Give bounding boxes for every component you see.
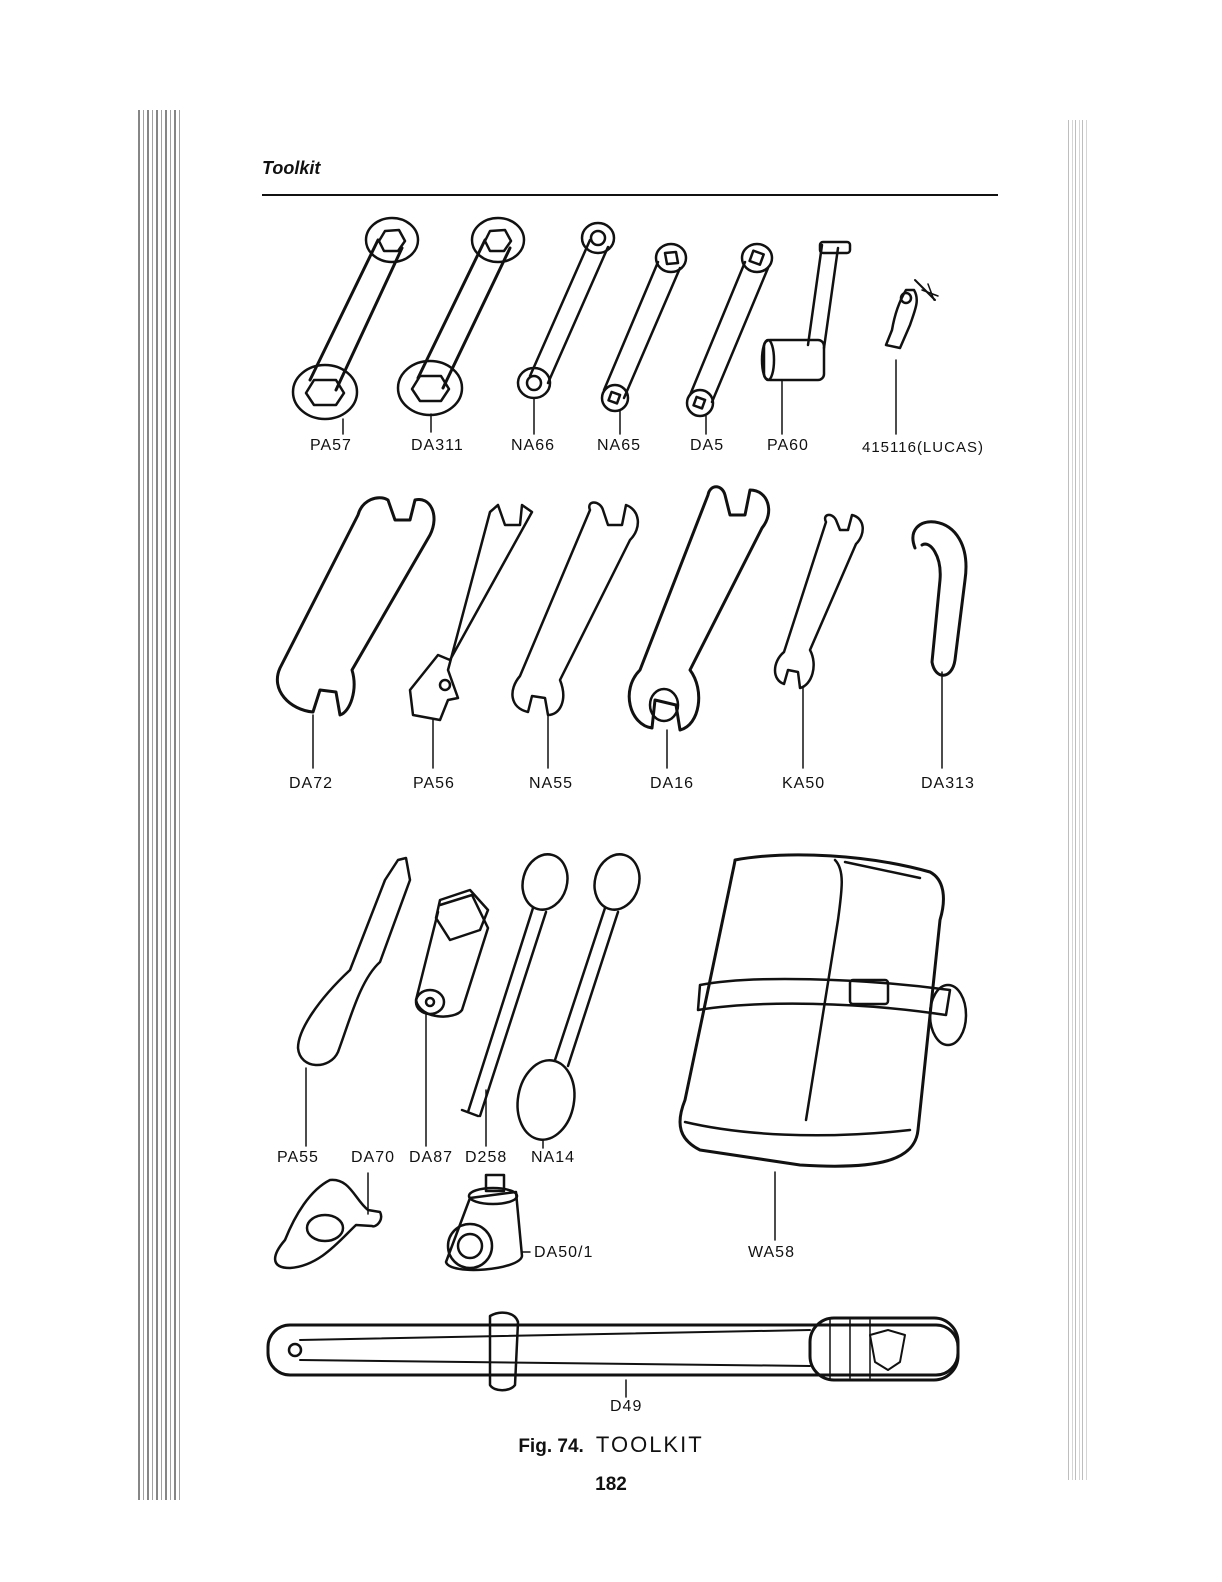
- tool-na65-drawing: [602, 244, 686, 434]
- tool-da16-drawing: [629, 487, 768, 768]
- tool-label: DA72: [289, 775, 333, 793]
- tool-na14-drawing: [511, 849, 645, 1148]
- tool-label: PA56: [413, 775, 455, 793]
- tool-na66-drawing: [518, 223, 614, 434]
- tool-label: DA87: [409, 1149, 453, 1167]
- tool-label: NA14: [531, 1149, 575, 1167]
- figure-title: TOOLKIT: [596, 1432, 704, 1457]
- tool-pa56-drawing: [410, 505, 532, 768]
- tool-label: DA70: [351, 1149, 395, 1167]
- figure-number: Fig. 74.: [518, 1436, 583, 1457]
- tool-label: DA313: [921, 775, 975, 793]
- tool-label: NA55: [529, 775, 573, 793]
- tool-label: KA50: [782, 775, 825, 793]
- tool-na55-drawing: [512, 503, 637, 769]
- tool-da50-1-drawing: [446, 1175, 530, 1270]
- tool-label: PA55: [277, 1149, 319, 1167]
- tool-da5-drawing: [687, 244, 772, 434]
- tool-pa55-drawing: [298, 858, 410, 1146]
- tool-label: NA65: [597, 437, 641, 455]
- tool-da70-drawing: [275, 1173, 381, 1268]
- tool-d49-drawing: [268, 1313, 958, 1397]
- tool-label: DA5: [690, 437, 724, 455]
- tool-label: PA57: [310, 437, 352, 455]
- tool-pa57-drawing: [293, 218, 418, 434]
- tool-wa58-drawing: [680, 855, 966, 1240]
- page-number: 182: [0, 1474, 1222, 1496]
- tool-label: NA66: [511, 437, 555, 455]
- tool-da313-drawing: [913, 522, 966, 768]
- tool-label: D258: [465, 1149, 507, 1167]
- tool-da72-drawing: [277, 498, 434, 768]
- tool-label: PA60: [767, 437, 809, 455]
- tool-label: 415116(LUCAS): [862, 439, 984, 456]
- tool-label: D49: [610, 1398, 642, 1416]
- tool-ka50-drawing: [775, 515, 863, 768]
- tool-label: WA58: [748, 1244, 795, 1262]
- tool-pa60-drawing: [762, 242, 850, 434]
- tool-da87-drawing: [416, 890, 488, 1146]
- tool-label: DA311: [411, 437, 464, 455]
- figure-caption: Fig. 74. TOOLKIT: [0, 1432, 1222, 1458]
- tool-da311-drawing: [398, 218, 524, 432]
- tool-label: DA50/1: [534, 1244, 593, 1262]
- tool-415116-lucas-drawing: [886, 280, 938, 434]
- tool-label: DA16: [650, 775, 694, 793]
